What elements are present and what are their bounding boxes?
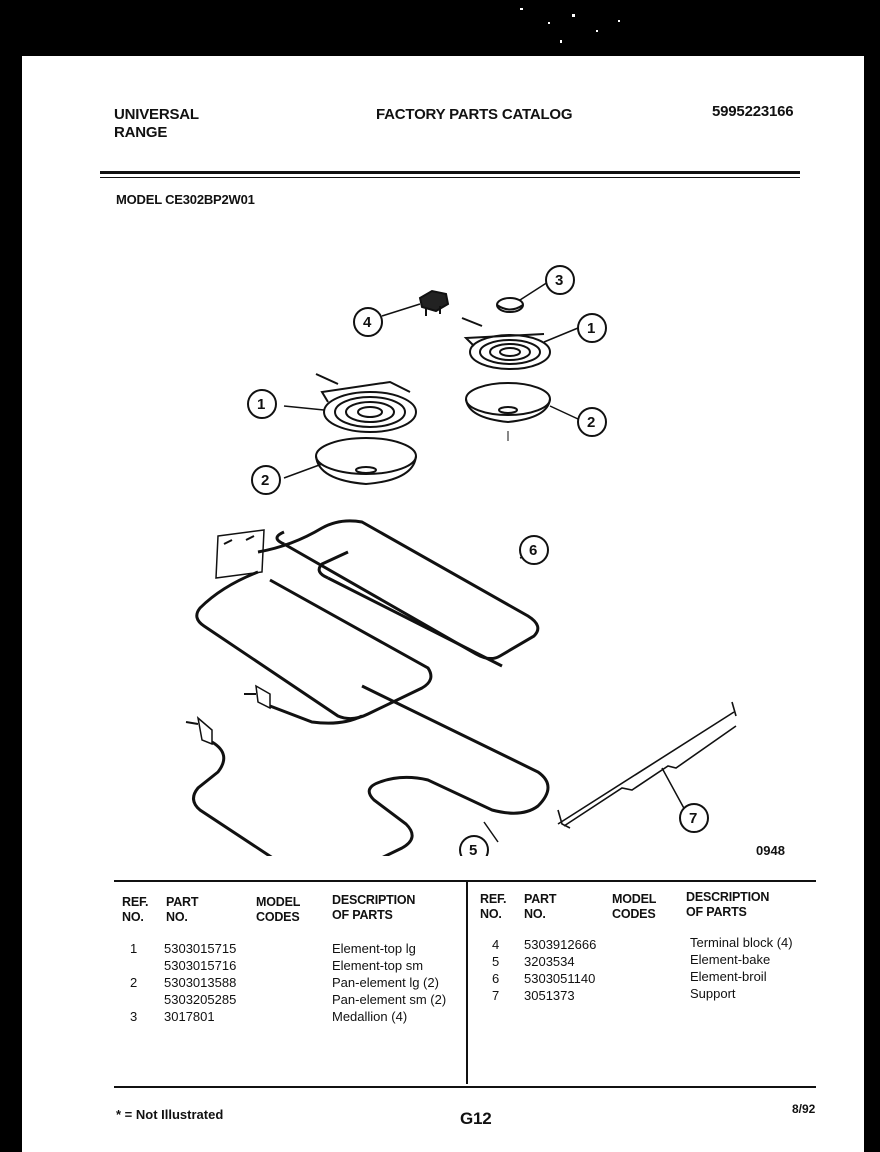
header-rule-thin bbox=[100, 177, 800, 178]
part-cell: 5303205285 bbox=[164, 992, 237, 1007]
exploded-parts-diagram: 3 4 1 1 2 2 6 7 5 bbox=[185, 265, 737, 856]
table-bottom-rule bbox=[114, 1086, 816, 1088]
callout-7: 7 bbox=[679, 803, 709, 833]
col-ref-header-right: REF.NO. bbox=[480, 892, 507, 921]
ref-cell: 2 bbox=[130, 975, 138, 990]
desc-cell: Support bbox=[690, 986, 736, 1001]
svg-text:3: 3 bbox=[555, 272, 563, 289]
footer-date: 8/92 bbox=[792, 1102, 816, 1116]
desc-cell: Pan-element sm (2) bbox=[332, 992, 447, 1007]
callout-5: 5 bbox=[459, 835, 489, 856]
desc-cell: Element-top sm bbox=[332, 958, 424, 973]
ref-cell: 4 bbox=[492, 937, 500, 952]
scan-noise bbox=[560, 40, 562, 43]
part-cell: 5303013588 bbox=[164, 975, 237, 990]
svg-text:1: 1 bbox=[587, 320, 595, 337]
scan-noise bbox=[572, 14, 575, 17]
scan-noise bbox=[618, 20, 620, 22]
ref-cell: 1 bbox=[130, 941, 138, 956]
callout-6: 6 bbox=[519, 535, 549, 565]
surface-element-small-part bbox=[461, 317, 551, 370]
page-code: G12 bbox=[460, 1109, 492, 1128]
ref-cell: 5 bbox=[492, 954, 500, 969]
scan-noise bbox=[520, 8, 523, 10]
drip-pan-small-part bbox=[465, 382, 551, 441]
part-cell: 3203534 bbox=[524, 954, 575, 969]
desc-cell: Element-bake bbox=[690, 952, 771, 967]
drip-pan-large-part bbox=[315, 437, 417, 486]
support-part bbox=[557, 701, 737, 829]
callout-4: 4 bbox=[353, 307, 383, 337]
part-cell: 5303051140 bbox=[524, 971, 596, 986]
figure-code: 0948 bbox=[756, 843, 785, 858]
desc-cell: Terminal block (4) bbox=[690, 935, 793, 950]
desc-cell: Medallion (4) bbox=[332, 1009, 408, 1024]
ref-cell: 3 bbox=[130, 1009, 138, 1024]
callout-2-right: 2 bbox=[577, 407, 607, 437]
footer-note: * = Not Illustrated bbox=[116, 1107, 224, 1122]
svg-text:5: 5 bbox=[469, 842, 477, 856]
part-cell: 3017801 bbox=[164, 1009, 215, 1024]
svg-text:4: 4 bbox=[363, 314, 372, 331]
medallion-part bbox=[496, 297, 524, 313]
ref-cell: 6 bbox=[492, 971, 500, 986]
bake-element-part bbox=[185, 684, 550, 856]
svg-text:2: 2 bbox=[587, 414, 595, 431]
header-rule bbox=[100, 171, 800, 174]
broil-element-part bbox=[195, 519, 540, 721]
model-label: MODEL CE302BP2W01 bbox=[116, 192, 255, 207]
part-cell: 5303912666 bbox=[524, 937, 597, 952]
svg-text:6: 6 bbox=[529, 542, 537, 559]
callout-1-left: 1 bbox=[247, 389, 277, 419]
brand-line1: UNIVERSAL bbox=[114, 106, 199, 123]
callout-1-right: 1 bbox=[577, 313, 607, 343]
desc-cell: Element-broil bbox=[690, 969, 767, 984]
scan-noise bbox=[548, 22, 550, 24]
svg-text:1: 1 bbox=[257, 396, 265, 413]
desc-cell: Element-top lg bbox=[332, 941, 416, 956]
svg-text:2: 2 bbox=[261, 472, 269, 489]
part-cell: 5303015716 bbox=[164, 958, 237, 973]
catalog-page: UNIVERSAL RANGE FACTORY PARTS CATALOG 59… bbox=[22, 56, 864, 1152]
catalog-title: FACTORY PARTS CATALOG bbox=[376, 106, 573, 123]
terminal-block-part bbox=[418, 289, 450, 316]
col-ref-header: REF.NO. bbox=[122, 895, 149, 924]
catalog-number: 5995223166 bbox=[712, 103, 794, 120]
part-cell: 5303015715 bbox=[164, 941, 237, 956]
brand-line2: RANGE bbox=[114, 124, 168, 141]
table-top-rule bbox=[114, 880, 816, 882]
callout-2-left: 2 bbox=[251, 465, 281, 495]
part-cell: 3051373 bbox=[524, 988, 575, 1003]
desc-cell: Pan-element lg (2) bbox=[332, 975, 439, 990]
ref-cell: 7 bbox=[492, 988, 500, 1003]
svg-text:7: 7 bbox=[689, 810, 697, 827]
surface-element-large-part bbox=[315, 373, 417, 433]
table-divider bbox=[466, 882, 468, 1084]
scan-noise bbox=[596, 30, 598, 32]
callout-3: 3 bbox=[545, 265, 575, 295]
